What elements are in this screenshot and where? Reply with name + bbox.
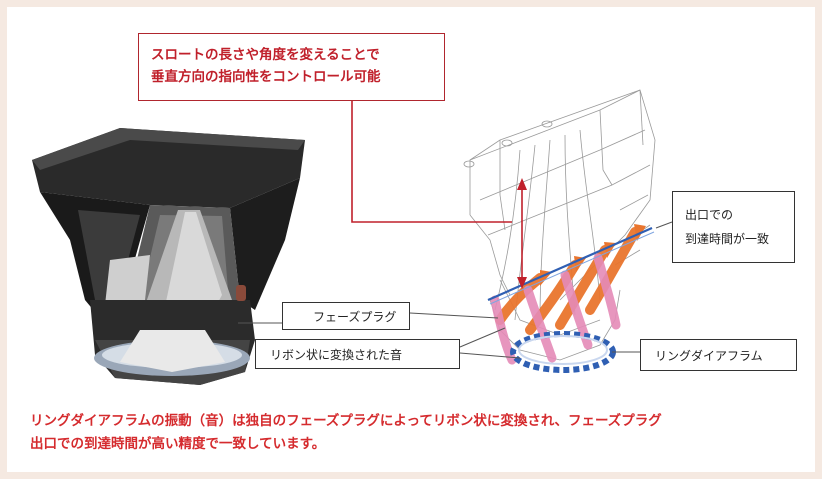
ribbon-sound-label: リボン状に変換された音 [255, 339, 460, 369]
ring-diaphragm-label: リングダイアフラム [640, 339, 797, 371]
ring-diaphragm-label-text: リングダイアフラム [655, 348, 763, 363]
exit-arrival-line-1: 出口での [685, 208, 734, 222]
phase-plug-label: フェーズプラグ [282, 302, 410, 330]
callout-line-1: スロートの長さや角度を変えることで [151, 47, 380, 63]
leader-lines [238, 221, 673, 359]
throat-callout: スロートの長さや角度を変えることで 垂直方向の指向性をコントロール可能 [138, 33, 445, 101]
exit-arrival-label: 出口での 到達時間が一致 [672, 191, 795, 263]
phase-plug-wireframe [463, 89, 656, 361]
caption-line-1: リングダイアフラムの振動（音）は独自のフェーズプラグによってリボン状に変換され、… [30, 413, 662, 429]
caption: リングダイアフラムの振動（音）は独自のフェーズプラグによってリボン状に変換され、… [30, 410, 800, 456]
phase-plug-label-text: フェーズプラグ [313, 309, 397, 324]
callout-connector [351, 101, 512, 223]
horn-cutaway-photo [32, 128, 305, 385]
exit-line [487, 226, 653, 302]
exit-arrival-line-2: 到達時間が一致 [685, 232, 770, 246]
caption-line-2: 出口での到達時間が高い精度で一致しています。 [30, 436, 326, 452]
throat-length-arrow [517, 178, 527, 289]
ribbon-sound-label-text: リボン状に変換された音 [270, 347, 403, 362]
callout-line-2: 垂直方向の指向性をコントロール可能 [151, 69, 381, 85]
exit-line-shadow [489, 231, 655, 305]
